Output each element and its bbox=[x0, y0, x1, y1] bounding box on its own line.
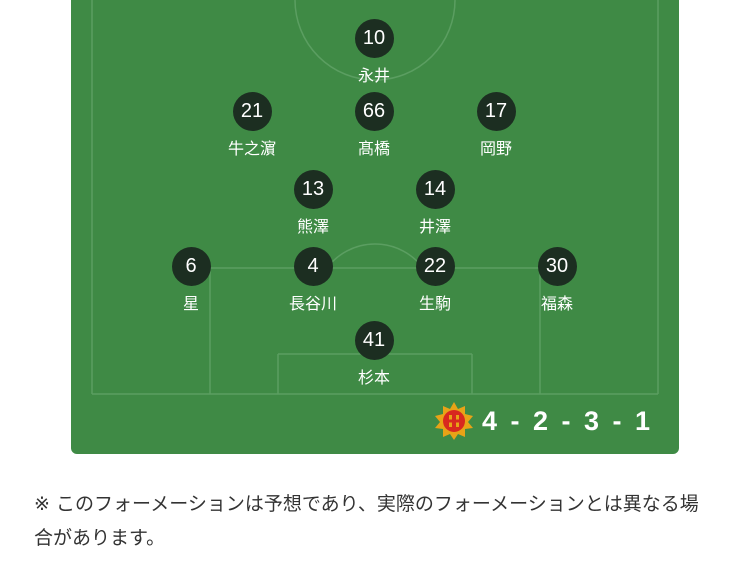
player-number: 14 bbox=[415, 170, 455, 209]
player-name: 杉本 bbox=[357, 368, 390, 387]
player-name: 生駒 bbox=[418, 294, 451, 313]
player-slot: 21 牛之濵 bbox=[212, 92, 292, 159]
player-slot: 10 永井 bbox=[334, 19, 414, 86]
player-number: 6 bbox=[171, 247, 211, 286]
player-slot: 66 髙橋 bbox=[334, 92, 414, 159]
player-name: 岡野 bbox=[479, 139, 512, 158]
player-slot: 6 星 bbox=[151, 247, 231, 314]
player-slot: 17 岡野 bbox=[456, 92, 536, 159]
player-name: 髙橋 bbox=[357, 139, 390, 158]
player-number: 4 bbox=[293, 247, 333, 286]
player-name: 長谷川 bbox=[288, 294, 337, 313]
player-slot: 30 福森 bbox=[517, 247, 597, 314]
player-slot: 41 杉本 bbox=[334, 321, 414, 388]
player-slot: 4 長谷川 bbox=[273, 247, 353, 314]
player-number: 41 bbox=[354, 321, 394, 360]
pitch-lines bbox=[91, 0, 659, 395]
player-number: 22 bbox=[415, 247, 455, 286]
player-number: 30 bbox=[537, 247, 577, 286]
formation-label: 4 - 2 - 3 - 1 bbox=[434, 401, 653, 441]
player-slot: 14 井澤 bbox=[395, 170, 475, 237]
player-number: 17 bbox=[476, 92, 516, 131]
pitch: 10 永井 21 牛之濵 66 髙橋 17 岡野 13 熊澤 14 井澤 6 星… bbox=[71, 0, 679, 454]
player-slot: 22 生駒 bbox=[395, 247, 475, 314]
player-name: 井澤 bbox=[418, 217, 451, 236]
player-name: 福森 bbox=[540, 294, 573, 313]
player-name: 熊澤 bbox=[296, 217, 329, 236]
player-name: 牛之濵 bbox=[227, 139, 276, 158]
player-name: 永井 bbox=[357, 66, 390, 85]
club-crest-icon bbox=[434, 402, 473, 440]
player-slot: 13 熊澤 bbox=[273, 170, 353, 237]
disclaimer-note: ※ このフォーメーションは予想であり、実際のフォーメーションとは異なる場合があり… bbox=[34, 493, 699, 549]
player-name: 星 bbox=[182, 294, 199, 313]
player-number: 13 bbox=[293, 170, 333, 209]
player-number: 21 bbox=[232, 92, 272, 131]
player-number: 66 bbox=[354, 92, 394, 131]
formation-text: 4 - 2 - 3 - 1 bbox=[481, 405, 653, 436]
player-number: 10 bbox=[354, 19, 394, 58]
